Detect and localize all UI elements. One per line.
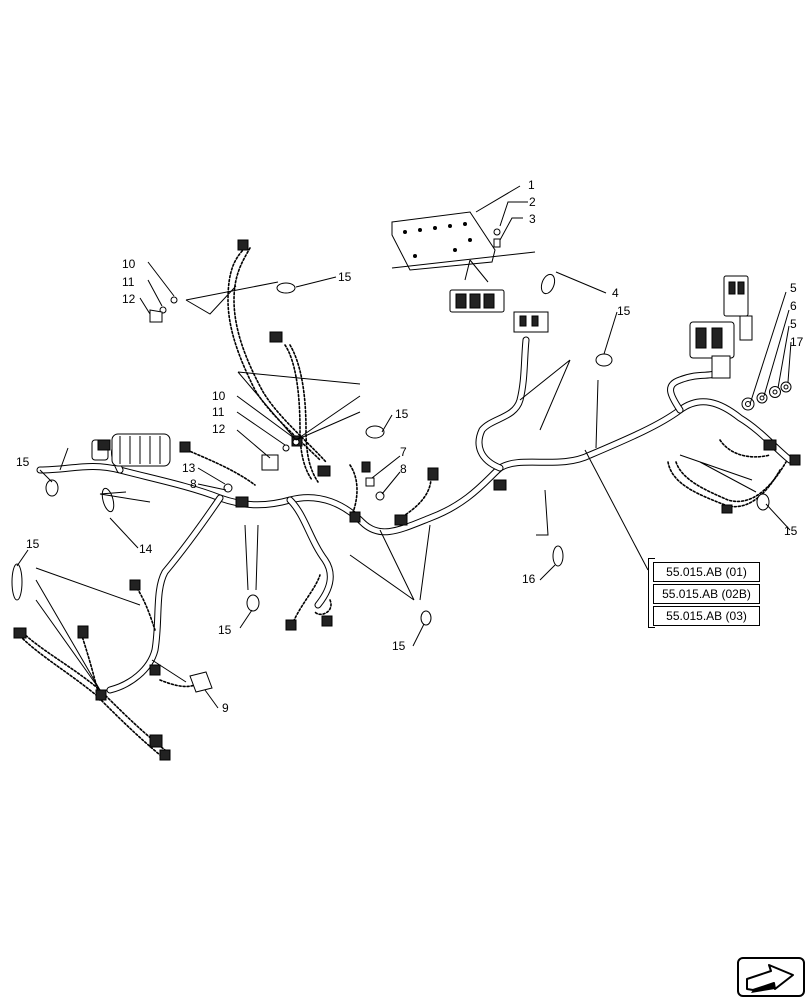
arrow-navigation-icon[interactable]	[737, 957, 805, 997]
callout-15h: 15	[392, 639, 406, 653]
callout-15f: 15	[26, 537, 40, 551]
leader-lines	[16, 185, 792, 709]
callout-2: 2	[529, 195, 536, 209]
callout-11a: 11	[122, 275, 135, 289]
callout-8b: 8	[400, 462, 407, 476]
callout-14: 14	[139, 542, 153, 556]
fuse-box	[449, 289, 549, 333]
reference-link-03[interactable]: 55.015.AB (03)	[653, 606, 760, 626]
washers-5-6-17	[741, 381, 792, 411]
callout-13: 13	[182, 461, 196, 475]
callout-7: 7	[400, 445, 407, 459]
callout-10a: 10	[122, 257, 136, 271]
callout-12b: 12	[212, 422, 226, 436]
callout-6: 6	[790, 299, 797, 313]
main-harness	[36, 336, 794, 694]
connectors	[13, 239, 801, 761]
callout-15e: 15	[16, 455, 30, 469]
relay-assembly	[689, 275, 753, 379]
callout-16: 16	[522, 572, 536, 586]
callout-15b: 15	[395, 407, 409, 421]
callout-11b: 11	[212, 405, 225, 419]
reference-link-02b[interactable]: 55.015.AB (02B)	[653, 584, 760, 604]
callout-4: 4	[612, 286, 619, 300]
callout-10b: 10	[212, 389, 226, 403]
clips-and-hardware	[149, 296, 385, 693]
callout-3: 3	[529, 212, 536, 226]
reference-bracket	[648, 558, 655, 628]
reference-link-01[interactable]: 55.015.AB (01)	[653, 562, 760, 582]
cable-tie-4	[540, 273, 556, 295]
callout-15g: 15	[218, 623, 232, 637]
mounting-plate	[391, 211, 536, 271]
callout-9: 9	[222, 701, 229, 715]
bolt-2-3	[493, 228, 501, 248]
callout-5a: 5	[790, 281, 797, 295]
callout-1: 1	[528, 178, 535, 192]
callout-8a: 8	[190, 477, 197, 491]
callout-5b: 5	[790, 317, 797, 331]
callout-labels: 1 2 3 4 5 6 5 17 10 11 12 10 11 12 13 8 …	[16, 178, 804, 715]
hose-clips	[11, 282, 770, 626]
callout-17: 17	[790, 335, 804, 349]
callout-12a: 12	[122, 292, 136, 306]
callout-15a: 15	[338, 270, 352, 284]
callout-15c: 15	[617, 304, 631, 318]
callout-15d: 15	[784, 524, 798, 538]
